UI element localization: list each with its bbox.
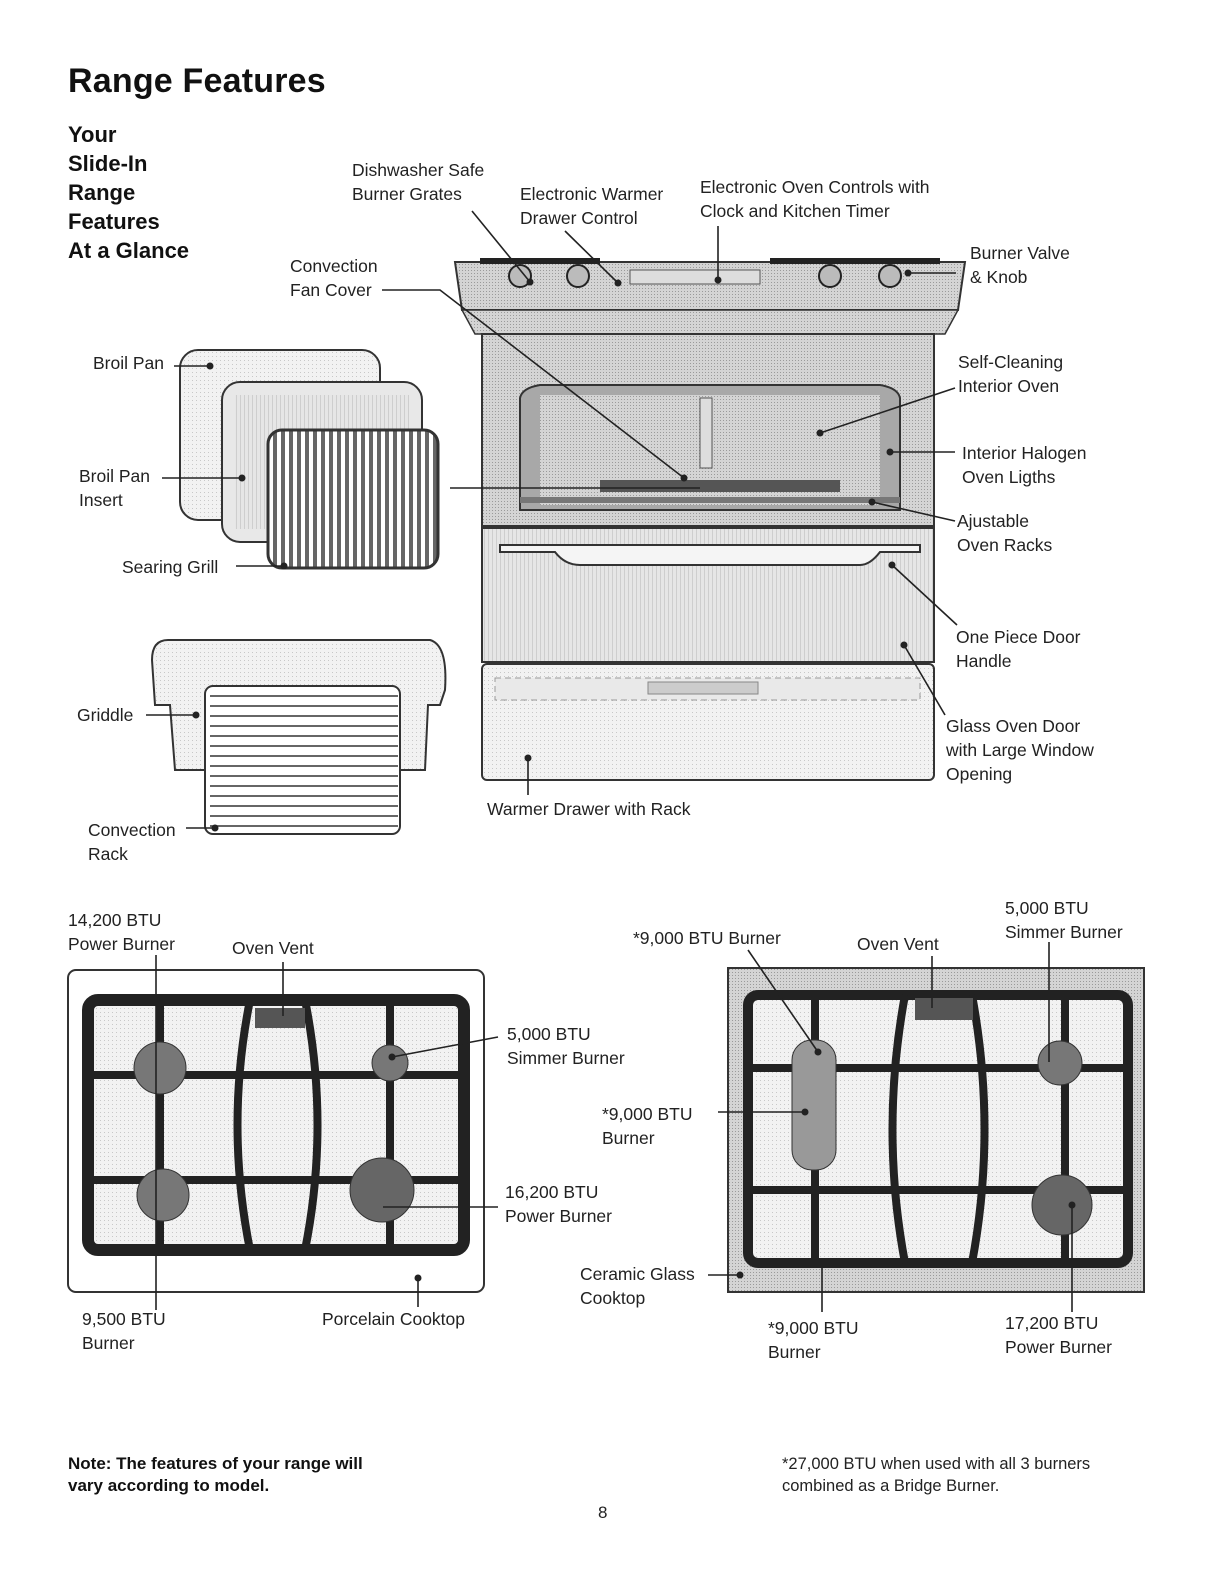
burner-icon bbox=[134, 1042, 186, 1094]
label-9500-burner: 9,500 BTU Burner bbox=[82, 1307, 166, 1355]
label-oven-vent-right: Oven Vent bbox=[857, 932, 939, 956]
label-griddle: Griddle bbox=[77, 703, 133, 727]
burner-icon bbox=[350, 1158, 414, 1222]
label-glass-door: Glass Oven Door with Large Window Openin… bbox=[946, 714, 1094, 786]
range-drawing bbox=[455, 258, 965, 780]
model-note: Note: The features of your range will va… bbox=[68, 1453, 363, 1497]
ceramic-cooktop-drawing bbox=[728, 968, 1144, 1292]
label-convection-fan: Convection Fan Cover bbox=[290, 254, 378, 302]
burner-icon bbox=[372, 1045, 408, 1081]
label-ceramic-cooktop: Ceramic Glass Cooktop bbox=[580, 1262, 695, 1310]
label-door-handle: One Piece Door Handle bbox=[956, 625, 1081, 673]
page-title: Range Features bbox=[68, 62, 326, 101]
label-self-cleaning: Self-Cleaning Interior Oven bbox=[958, 350, 1063, 398]
label-burner-valve: Burner Valve & Knob bbox=[970, 241, 1070, 289]
label-oven-controls: Electronic Oven Controls with Clock and … bbox=[700, 175, 930, 223]
label-broil-pan: Broil Pan bbox=[93, 351, 164, 375]
knob-icon bbox=[879, 265, 901, 287]
broil-pan-drawing bbox=[180, 350, 438, 568]
label-5000-simmer-left: 5,000 BTU Simmer Burner bbox=[507, 1022, 625, 1070]
bridge-burner-footnote: *27,000 BTU when used with all 3 burners… bbox=[782, 1453, 1090, 1497]
label-9000-burner-center: *9,000 BTU Burner bbox=[602, 1102, 692, 1150]
griddle-drawing bbox=[152, 640, 445, 834]
label-warmer-drawer: Warmer Drawer with Rack bbox=[487, 797, 691, 821]
label-oven-vent-left: Oven Vent bbox=[232, 936, 314, 960]
label-porcelain-cooktop: Porcelain Cooktop bbox=[322, 1307, 465, 1331]
knob-icon bbox=[819, 265, 841, 287]
label-16200-power-burner: 16,200 BTU Power Burner bbox=[505, 1180, 612, 1228]
burner-icon bbox=[1038, 1041, 1082, 1085]
label-17200-power-burner: 17,200 BTU Power Burner bbox=[1005, 1311, 1112, 1359]
label-14200-power-burner: 14,200 BTU Power Burner bbox=[68, 908, 175, 956]
label-oven-racks: Ajustable Oven Racks bbox=[957, 509, 1052, 557]
label-5000-simmer-right: 5,000 BTU Simmer Burner bbox=[1005, 896, 1123, 944]
label-searing-grill: Searing Grill bbox=[122, 555, 218, 579]
label-9000-burner-bottom: *9,000 BTU Burner bbox=[768, 1316, 858, 1364]
label-9000-burner-top: *9,000 BTU Burner bbox=[633, 926, 781, 950]
burner-icon bbox=[137, 1169, 189, 1221]
burner-icon bbox=[1032, 1175, 1092, 1235]
porcelain-cooktop-drawing bbox=[68, 970, 484, 1292]
label-halogen-lights: Interior Halogen Oven Ligths bbox=[962, 441, 1087, 489]
label-convection-rack: Convection Rack bbox=[88, 818, 176, 866]
label-broil-pan-insert: Broil Pan Insert bbox=[79, 464, 150, 512]
section-subtitle: Your Slide-In Range Features At a Glance bbox=[68, 120, 189, 265]
page-number: 8 bbox=[598, 1502, 607, 1524]
knob-icon bbox=[567, 265, 589, 287]
label-warmer-control: Electronic Warmer Drawer Control bbox=[520, 182, 663, 230]
label-dishwasher-grates: Dishwasher Safe Burner Grates bbox=[352, 158, 484, 206]
